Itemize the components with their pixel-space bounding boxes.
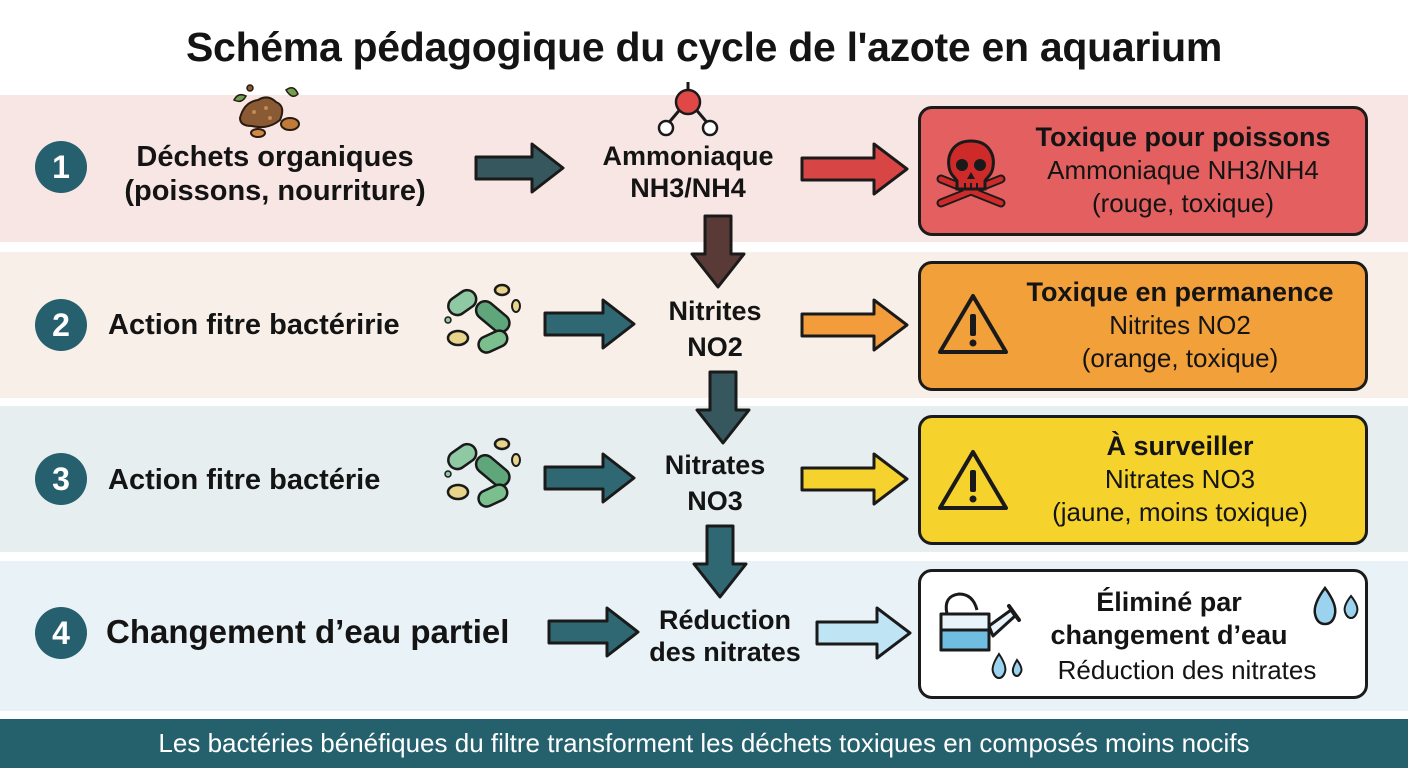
step-4-label: Changement d’eau partiel [106,613,510,650]
nitrates-formula: NO3 [687,486,743,516]
step-2-number: 2 [35,299,87,351]
nitrates-compound: Nitrates NO3 [625,449,805,517]
nitrites-compound: Nitrites NO2 [625,295,805,363]
step-3-number: 3 [35,453,87,505]
nitrate-reduction: Réduction des nitrates [630,604,820,668]
eliminated-card-line-1: Réduction des nitrates [1057,655,1317,685]
warning-triangle-icon [938,294,1008,354]
molecule-icon [657,82,719,137]
toxic-fish-card-text: Toxique pour poissons Ammoniaque NH3/NH4… [1013,121,1353,220]
step-2-label: Action fitre bactéririe [108,309,400,341]
permanent-toxic-card: Toxique en permanence Nitrites NO2 (oran… [918,261,1368,391]
warning-triangle-icon [938,450,1008,510]
step-4-number: 4 [35,607,87,659]
monitor-card-title: À surveiller [1106,431,1254,461]
nitrate-reduction-line-1: Réduction [659,605,791,635]
watering-can-icon [939,592,1021,652]
nitrate-reduction-line-2: des nitrates [649,637,801,667]
permanent-toxic-card-title: Toxique en permanence [1026,277,1334,307]
permanent-toxic-card-text: Toxique en permanence Nitrites NO2 (oran… [1007,276,1353,375]
eliminated-card-subtext: Réduction des nitrates [1017,654,1357,687]
eliminated-card: Éliminé par changement d’eau Réduction d… [918,569,1368,699]
water-drops-icon [991,652,1023,680]
eliminated-card-title-line-1: Éliminé par [1096,587,1242,617]
arrow-to-monitor-card [800,452,909,506]
arrow-nitrites-to-nitrates [695,370,751,445]
arrow-waste-to-ammonia [474,142,565,194]
eliminated-card-text: Éliminé par changement d’eau [1021,586,1317,652]
arrow-to-eliminated-card [815,606,912,660]
arrow-water-change-to-reduction [547,606,640,658]
footer-caption: Les bactéries bénéfiques du filtre trans… [0,719,1408,768]
ammonia-compound: Ammoniaque NH3/NH4 [578,140,798,204]
step-1-label-line-2: (poissons, nourriture) [124,175,426,207]
ammonia-name: Ammoniaque [602,141,774,171]
monitor-card-line-1: Nitrates NO3 [1104,464,1256,494]
arrow-to-toxic-card [800,142,909,196]
step-1-number: 1 [35,141,87,193]
arrow-to-permanent-toxic-card [800,298,909,352]
bacteria-icon [444,437,521,508]
skull-crossbones-icon [936,139,1006,208]
toxic-fish-card-line-1: Ammoniaque NH3/NH4 [1047,155,1319,185]
toxic-fish-card: Toxique pour poissons Ammoniaque NH3/NH4… [918,106,1368,236]
monitor-card-text: À surveiller Nitrates NO3 (jaune, moins … [1007,430,1353,529]
nitrites-formula: NO2 [687,332,743,362]
nitrates-name: Nitrates [664,450,766,480]
step-3-label: Action fitre bactérie [108,464,381,496]
water-drops-icon [1313,585,1359,626]
arrow-bacteria-to-nitrates [543,452,636,504]
permanent-toxic-card-line-1: Nitrites NO2 [1109,310,1251,340]
permanent-toxic-card-line-2: (orange, toxique) [1081,343,1279,373]
arrow-nitrates-to-reduction [692,524,748,599]
bacteria-icon [444,283,521,354]
monitor-card-line-2: (jaune, moins toxique) [1052,497,1308,527]
arrow-ammonia-to-nitrites [690,214,746,289]
monitor-card: À surveiller Nitrates NO3 (jaune, moins … [918,415,1368,545]
toxic-fish-card-title: Toxique pour poissons [1035,122,1331,152]
organic-waste-icon [232,84,300,138]
step-1-label: Déchets organiques (poissons, nourriture… [105,140,445,208]
toxic-fish-card-line-2: (rouge, toxique) [1091,188,1275,218]
eliminated-card-title-line-2: changement d’eau [1050,620,1288,650]
nitrites-name: Nitrites [668,296,762,326]
page-title: Schéma pédagogique du cycle de l'azote e… [186,24,1222,70]
ammonia-formula: NH3/NH4 [630,173,746,203]
arrow-bacteria-to-nitrites [543,298,636,350]
step-1-label-line-1: Déchets organiques [136,141,414,173]
